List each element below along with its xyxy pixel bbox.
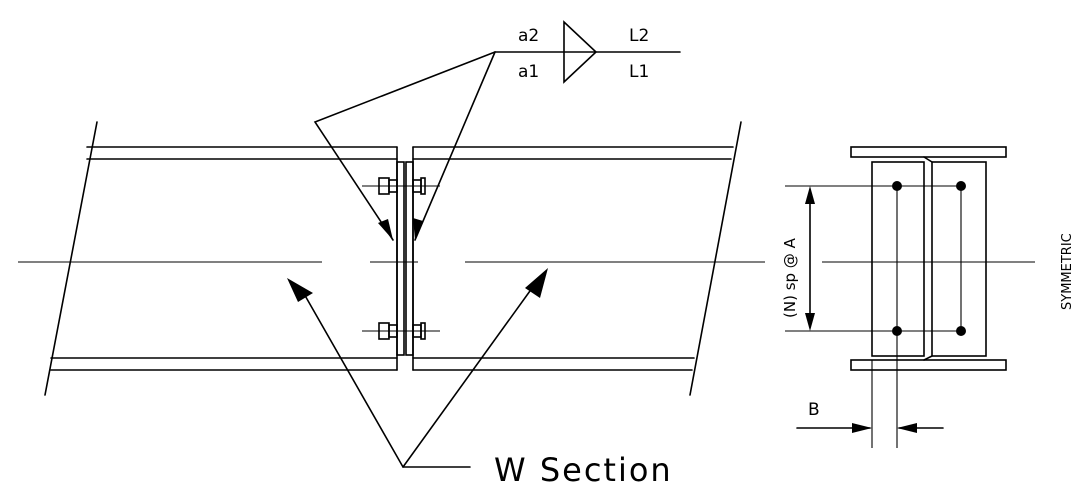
w-section-callout: W Section xyxy=(287,268,673,489)
w-section-arrowhead-right xyxy=(525,268,548,298)
end-view-bottom-flange xyxy=(850,359,1007,371)
end-view-top-flange xyxy=(850,146,1007,158)
bolt-bottom xyxy=(362,322,440,340)
bolt-hole xyxy=(892,326,902,336)
end-view-plate-left xyxy=(871,161,925,357)
bolt-top xyxy=(362,177,440,195)
edge-distance-label: B xyxy=(808,400,820,420)
weld-top-size: a2 xyxy=(518,26,539,46)
w-section-leader-left xyxy=(302,291,471,468)
bolt-spacing-dimension: (N) sp @ A xyxy=(781,186,815,331)
fillet-weld-triangle xyxy=(563,20,598,84)
bolt-hole xyxy=(956,181,966,191)
weld-arrowhead-right xyxy=(413,218,423,240)
symmetric-label: SYMMETRIC xyxy=(1060,233,1075,310)
w-section-arrowhead-left xyxy=(287,278,313,302)
end-view xyxy=(785,146,1007,448)
end-view-plate-right xyxy=(931,161,987,357)
left-beam-break-line xyxy=(44,121,98,396)
edge-distance-dimension: B xyxy=(796,400,944,433)
right-beam-break-line xyxy=(689,121,742,396)
weld-symbol: a2 a1 L2 L1 xyxy=(313,20,681,241)
end-plate-right xyxy=(405,161,414,356)
bolt-spacing-label: (N) sp @ A xyxy=(781,237,799,318)
weld-top-length: L2 xyxy=(629,26,649,46)
weld-leader-left xyxy=(313,51,496,241)
left-beam xyxy=(44,121,398,396)
end-plate-left xyxy=(396,161,405,356)
weld-leader-right xyxy=(414,51,496,241)
w-section-leader-right xyxy=(402,283,536,468)
bolt-hole xyxy=(956,326,966,336)
weld-bottom-size: a1 xyxy=(518,62,539,82)
weld-bottom-length: L1 xyxy=(629,62,649,82)
end-plates xyxy=(396,161,414,356)
right-beam xyxy=(412,121,742,396)
w-section-label: W Section xyxy=(494,451,673,489)
bolt-hole xyxy=(892,181,902,191)
weld-arrowhead-left xyxy=(378,219,393,240)
